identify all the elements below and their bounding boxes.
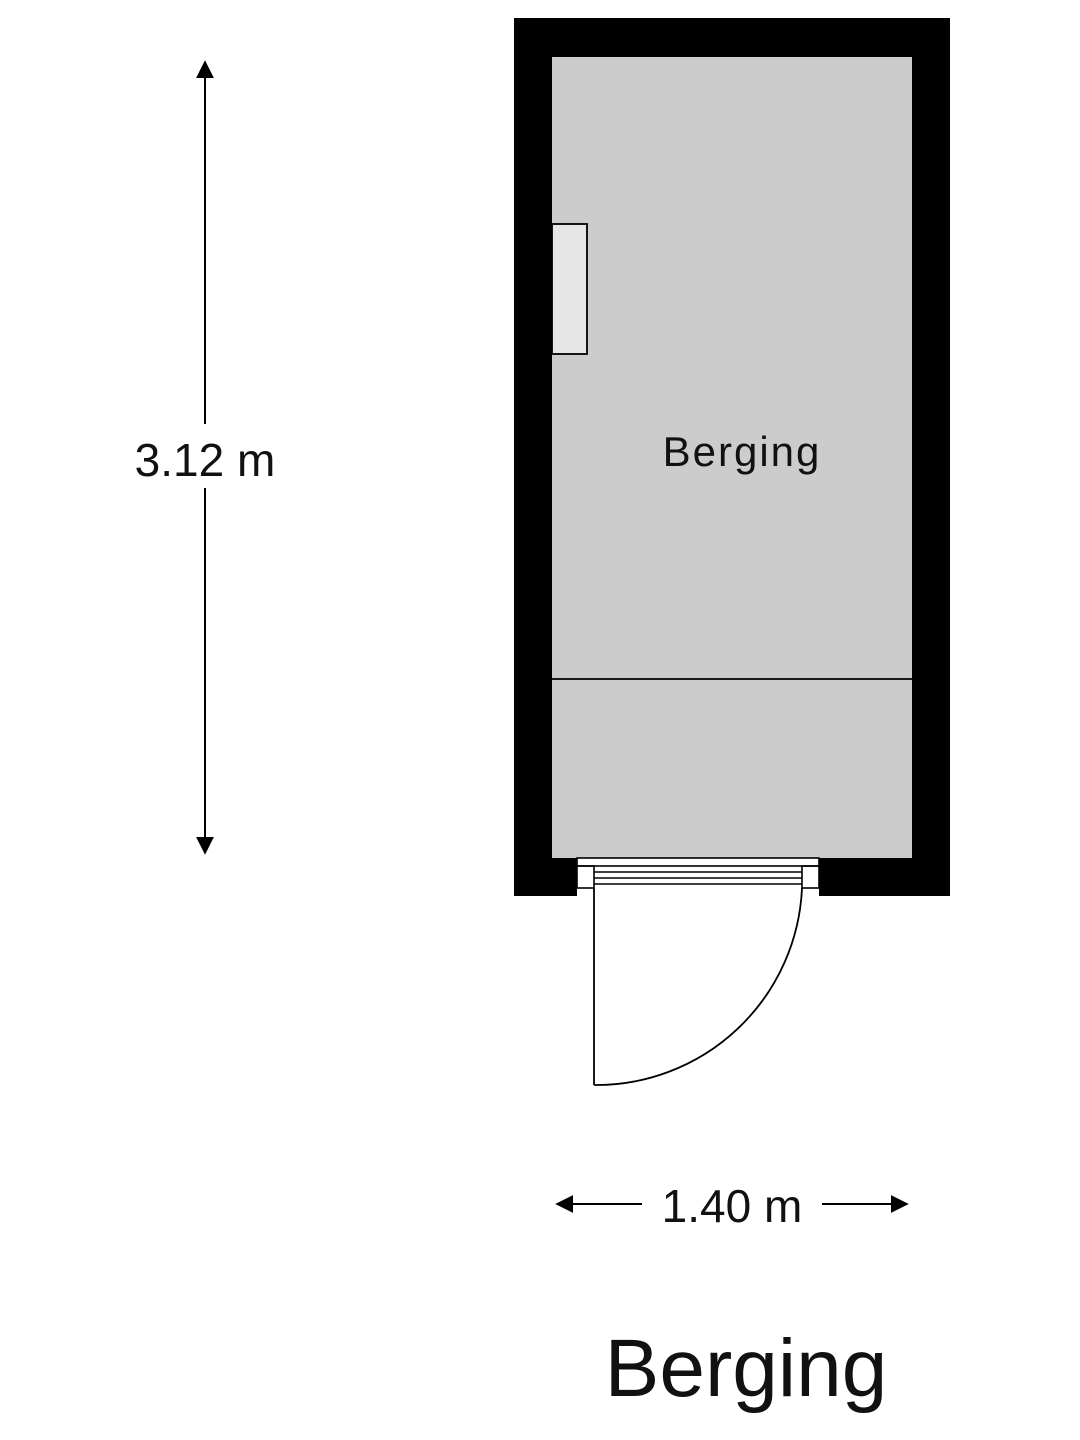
room-floor <box>552 57 912 858</box>
room-label: Berging <box>663 428 822 475</box>
door-frame <box>576 857 820 889</box>
wall-shelf <box>551 223 588 355</box>
width-dimension-label: 1.40 m <box>662 1180 803 1232</box>
door-swing <box>593 887 803 1086</box>
height-dimension-label: 3.12 m <box>135 434 276 486</box>
plan-title: Berging <box>605 1323 888 1414</box>
